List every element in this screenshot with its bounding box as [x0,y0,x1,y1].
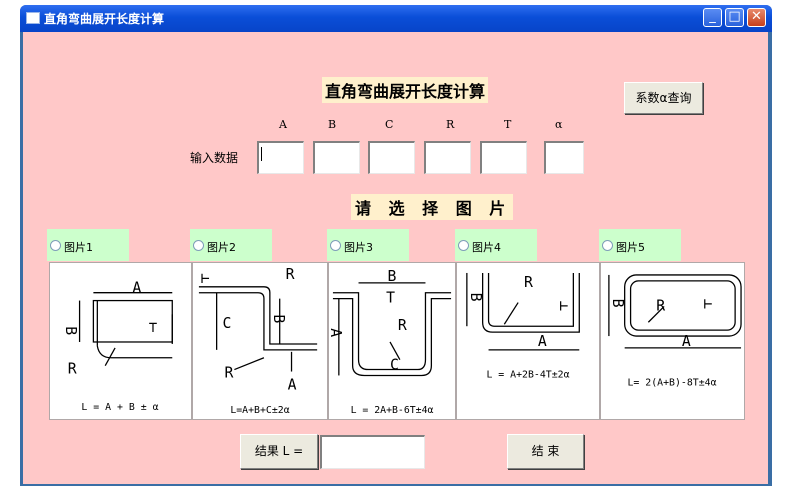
picture-3[interactable]: B T R A C L = 2A+B-6T±4α [327,262,456,420]
radio-option-5[interactable]: 图片5 [599,229,681,261]
picture-2[interactable]: R ⊢ C B R A L=A+B+C±2α [192,262,328,420]
dim-label-r: R [524,274,533,291]
param-label-b: B [328,118,337,131]
dim-label-a: A [132,280,141,297]
dim-label-b: B [62,326,79,335]
close-button[interactable]: ✕ [747,8,766,27]
input-b[interactable] [313,141,360,174]
radio-option-1[interactable]: 图片1 [47,229,129,261]
dim-label-a: A [288,376,297,393]
dim-label-r: R [286,266,295,283]
radio-button[interactable] [458,240,469,251]
radio-button[interactable] [602,240,613,251]
formula-2: L=A+B+C±2α [230,405,289,416]
input-t[interactable] [480,141,527,174]
dim-label-r: R [656,297,665,314]
minimize-icon: _ [709,9,716,24]
formula-4: L = A+2B-4T±2α [486,369,569,380]
dim-label-a: A [538,333,547,350]
maximize-button[interactable]: □ [725,8,744,27]
dim-label-b: B [467,293,484,302]
window-title: 直角弯曲展开长度计算 [44,12,165,26]
dim-label-b: B [388,268,397,285]
input-alpha[interactable] [544,141,584,174]
result-button[interactable]: 结果 L = [240,434,318,469]
formula-5: L= 2(A+B)-8T±4α [627,377,716,388]
input-c[interactable] [368,141,415,174]
param-label-c: C [385,118,394,131]
dim-label-a: A [682,333,691,350]
radio-button[interactable] [50,240,61,251]
param-label-r: R [446,118,455,131]
picture-1[interactable]: A B R ⊤ L = A + B ± α [49,262,192,420]
dim-label-t: ⊤ [149,319,158,336]
select-picture-title: 请 选 择 图 片 [351,194,514,220]
main-title: 直角弯曲展开长度计算 [322,77,489,103]
dim-label-b: B [609,299,626,308]
dim-label-t: ⊢ [201,270,210,287]
dim-label-c: C [390,357,399,374]
radio-option-3[interactable]: 图片3 [327,229,409,261]
dim-label-t: ⊢ [704,295,713,312]
app-icon [26,12,40,24]
dim-label-a: A [329,328,344,337]
radio-button[interactable] [193,240,204,251]
param-label-a: A [279,118,287,131]
dim-label-c: C [223,315,232,332]
coefficient-query-button[interactable]: 系数α查询 [624,82,703,114]
dim-label-t: T [386,290,395,307]
input-r[interactable] [424,141,471,174]
param-label-alpha: α [555,118,563,131]
result-field[interactable] [320,435,425,469]
title-bar[interactable]: 直角弯曲展开长度计算 _ □ ✕ [20,5,772,32]
radio-option-4[interactable]: 图片4 [455,229,537,261]
text-caret [261,147,262,161]
dim-label-t: ⊢ [560,297,569,314]
radio-option-2[interactable]: 图片2 [190,229,272,261]
minimize-button[interactable]: _ [703,8,722,27]
input-a[interactable] [257,141,304,174]
app-window: 直角弯曲展开长度计算 _ □ ✕ 直角弯曲展开长度计算 系数α查询 A B C … [20,5,772,486]
picture-4[interactable]: R B ⊢ A L = A+2B-4T±2α [456,262,600,420]
picture-5[interactable]: B R ⊢ A L= 2(A+B)-8T±4α [600,262,745,420]
dim-label-r2: R [225,364,234,381]
input-data-label: 输入数据 [190,151,239,165]
dim-label-b: B [270,314,287,323]
end-button[interactable]: 结 束 [507,434,584,469]
close-icon: ✕ [751,9,762,24]
form-client-area: 直角弯曲展开长度计算 系数α查询 A B C R T α 输入数据 请 选 择 … [23,32,768,484]
maximize-icon: □ [728,9,741,24]
radio-button[interactable] [330,240,341,251]
formula-1: L = A + B ± α [81,402,158,413]
dim-label-r: R [68,361,77,378]
param-label-t: T [504,118,512,131]
dim-label-r: R [398,317,407,334]
formula-3: L = 2A+B-6T±4α [351,405,434,416]
